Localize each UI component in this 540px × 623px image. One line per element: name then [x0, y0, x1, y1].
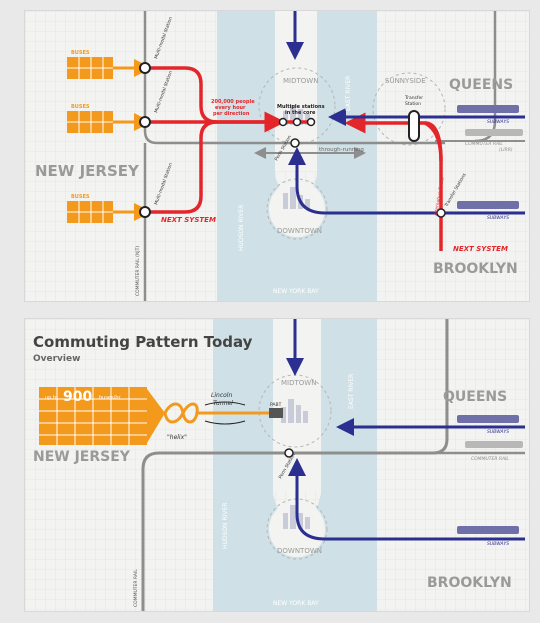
- label-queens: QUEENS: [449, 77, 513, 93]
- label-subways-1: SUBWAYS: [487, 119, 509, 125]
- label-downtown: DOWNTOWN: [277, 227, 322, 235]
- label-pabt: PABT: [270, 402, 282, 408]
- hudson-river-water: [217, 11, 377, 301]
- bus-block-grid: [39, 387, 147, 445]
- midtown-circle: [258, 67, 336, 145]
- core-station-1: [278, 117, 288, 127]
- core-station-3: [306, 117, 316, 127]
- transfer-station-node: [408, 110, 420, 142]
- penn-station-node: [290, 138, 300, 148]
- label-brooklyn: BROOKLYN: [433, 261, 518, 277]
- multimodal-station-1: [139, 62, 151, 74]
- label-transfer-1: Transfer: [404, 95, 423, 101]
- label-subways-2: SUBWAYS: [487, 215, 509, 221]
- label-lincoln: Lincoln: [211, 392, 232, 399]
- label-buses-1: BUSES: [71, 50, 90, 56]
- downtown-circle: [266, 178, 328, 240]
- label-sunnyside: SUNNYSIDE: [385, 77, 426, 85]
- page-title: Commuting Pattern Today: [33, 333, 253, 351]
- label-midtown-2: MIDTOWN: [281, 379, 316, 387]
- label-brooklyn-2: BROOKLYN: [427, 575, 512, 591]
- label-buses-3: BUSES: [71, 194, 90, 200]
- current-pattern-diagram: Commuting Pattern Today Overview up to 9…: [24, 318, 530, 612]
- bus-groups: [67, 57, 152, 223]
- capacity-note-1: 200,000 people: [211, 99, 255, 105]
- capacity-note-2: every hour: [215, 105, 246, 111]
- nj-commuter-rail-line: [143, 11, 445, 145]
- label-midtown: MIDTOWN: [283, 77, 318, 85]
- bus-suffix: buses/hr: [99, 395, 121, 401]
- multimodal-station-3: [139, 206, 151, 218]
- subway-brooklyn-line-2: [288, 458, 525, 541]
- label-hudson-river-2: HUDSON RIVER: [222, 503, 229, 549]
- capacity-note-3: per direction: [213, 111, 250, 117]
- pabt-building: [269, 408, 283, 418]
- label-hudson-river: HUDSON RIVER: [238, 205, 245, 251]
- commuter-rail-line: [141, 319, 449, 611]
- label-tunnel: Tunnel: [213, 400, 233, 407]
- label-new-jersey-2: NEW JERSEY: [33, 449, 131, 465]
- downtown-skyline-2: [283, 505, 310, 529]
- core-note-1: Multiple stations: [277, 104, 325, 110]
- midtown-skyline: [283, 105, 310, 125]
- bus-number: 900: [63, 389, 92, 405]
- page-subtitle: Overview: [33, 354, 80, 364]
- subway-brooklyn-line: [288, 147, 525, 215]
- midtown-skyline-2: [281, 399, 308, 423]
- bus-prefix: up to: [45, 395, 58, 401]
- label-new-york-bay-2: NEW YORK BAY: [273, 600, 319, 607]
- label-commuter-rail-nj: COMMUTER RAIL (NJT): [135, 246, 141, 296]
- label-new-york-bay: NEW YORK BAY: [273, 288, 319, 295]
- label-subways-4: SUBWAYS: [487, 541, 509, 547]
- label-queens-2: QUEENS: [443, 389, 507, 405]
- multimodal-station-2: [139, 116, 151, 128]
- label-east-river: EAST RIVER: [345, 76, 352, 111]
- core-note-2: in the core: [285, 110, 316, 116]
- future-system-svg: NEW JERSEY QUEENS BROOKLYN MIDTOWN DOWNT…: [25, 11, 529, 301]
- label-buses-2: BUSES: [71, 104, 90, 110]
- label-new-jersey: NEW JERSEY: [35, 162, 140, 180]
- label-next-system-1: NEXT SYSTEM: [161, 216, 216, 224]
- sunnyside-circle: [372, 72, 446, 146]
- label-helix: "helix": [167, 434, 187, 441]
- label-downtown-2: DOWNTOWN: [277, 547, 322, 555]
- label-next-system-2: NEXT SYSTEM: [453, 245, 508, 253]
- subway-trains: [457, 105, 523, 209]
- future-system-diagram: NEW JERSEY QUEENS BROOKLYN MIDTOWN DOWNT…: [24, 10, 530, 302]
- label-through-running: through-running: [319, 147, 364, 153]
- red-line-south: [147, 120, 218, 214]
- lincoln-tunnel-icon: [204, 401, 246, 425]
- downtown-circle-2: [266, 498, 328, 560]
- current-pattern-svg: Commuting Pattern Today Overview up to 9…: [25, 319, 529, 611]
- label-commuter-rail-lirr-2: (LIRR): [499, 147, 513, 153]
- core-station-2: [292, 117, 302, 127]
- stations: [139, 62, 446, 218]
- label-transfer-2: Station: [405, 101, 421, 107]
- label-commuter-rail-west: COMMUTER RAIL: [133, 569, 139, 607]
- penn-station-node-2: [284, 448, 294, 458]
- transfer-stations-node: [436, 208, 446, 218]
- label-commuter-rail-lirr-1: COMMUTER RAIL: [465, 141, 503, 147]
- subway-trains-2: [457, 415, 523, 534]
- red-line-queens-link: [424, 121, 443, 162]
- label-east-river-2: EAST RIVER: [348, 374, 355, 409]
- bus-funnel: [147, 389, 165, 443]
- label-subways-3: SUBWAYS: [487, 429, 509, 435]
- label-commuter-rail-east: COMMUTER RAIL: [471, 456, 509, 462]
